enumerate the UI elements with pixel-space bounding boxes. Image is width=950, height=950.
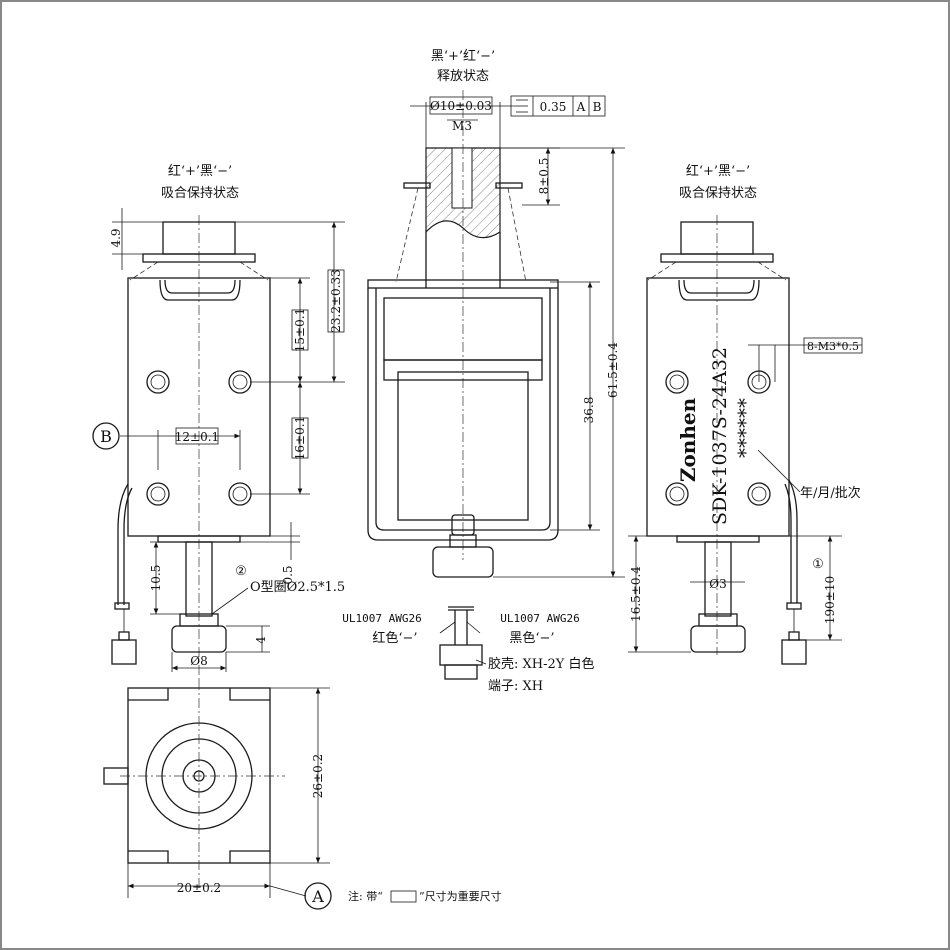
note-suffix: ”尺寸为重要尺寸 — [419, 889, 502, 903]
bottom-end-view: 26±0.2 20±0.2 A — [103, 680, 332, 910]
left-state-line2: 吸合保持状态 — [161, 186, 239, 201]
dim-190: 190±10 — [823, 576, 837, 624]
note: 注: 带“ ”尺寸为重要尺寸 — [348, 889, 502, 903]
dim-thread-m3: M3 — [452, 119, 472, 133]
dim-26: 26±0.2 — [311, 754, 325, 798]
wire-right-label: UL1007 AWG26 — [500, 612, 579, 625]
datum-a-circle — [304, 882, 332, 910]
dim-20: 20±0.2 — [177, 881, 221, 895]
right-view: 红‘+’黑‘−’ 吸合保持状态 Zonhen SDK-1037S-24A32 *… — [628, 163, 863, 665]
stars-text: ****** — [733, 398, 757, 458]
datum-b: B — [100, 427, 112, 446]
dim-10-5: 10.5 — [149, 565, 163, 592]
dim-4: 4 — [254, 636, 268, 644]
note-box — [390, 890, 417, 903]
center-view: 黑‘+’红‘−’ 释放状态 Ø10±0.03 0.35 A B M3 — [367, 48, 625, 578]
red-neg-label: 红色‘−’ — [372, 630, 417, 646]
batch-label: 年/月/批次 — [800, 485, 861, 501]
dim-8-m3: 8-M3*0.5 — [807, 340, 859, 353]
frame-top — [367, 279, 559, 289]
black-neg-label: 黑色‘−’ — [509, 630, 554, 646]
connector-detail: UL1007 AWG26 UL1007 AWG26 红色‘−’ 黑色‘−’ 胶壳… — [342, 606, 594, 694]
datum-b-circle — [92, 422, 120, 450]
center-state-line2: 释放状态 — [437, 69, 489, 84]
left-view: 红‘+’黑‘−’ 吸合保持状态 4.9 23.2±0.33 15±0.1 — [92, 163, 345, 910]
dim-inner-36: 36.8 — [582, 397, 596, 424]
model-text: SDK-1037S-24A32 — [709, 347, 731, 525]
right-state-line1: 红‘+’黑‘−’ — [686, 163, 750, 179]
right-state-line2: 吸合保持状态 — [679, 186, 757, 201]
dim-12: 12±0.1 — [175, 430, 219, 444]
circle-1: ① — [812, 557, 824, 572]
dim-16: 16±0.1 — [293, 416, 307, 460]
dim-3: Ø3 — [709, 577, 726, 591]
gdt-tolerance: 0.35 — [540, 100, 567, 114]
housing-label: 胶壳: XH-2Y 白色 — [488, 656, 594, 672]
circle-2: ② — [235, 564, 247, 579]
dim-23-2: 23.2±0.33 — [329, 269, 343, 333]
dim-8: Ø8 — [190, 654, 207, 668]
center-state-line1: 黑‘+’红‘−’ — [431, 48, 495, 64]
dim-16-5: 16.5±0.4 — [629, 566, 643, 622]
wire-left-label: UL1007 AWG26 — [342, 612, 421, 625]
gdt-frame: 0.35 A B — [510, 95, 606, 117]
dim-15: 15±0.1 — [293, 308, 307, 352]
datum-a: A — [311, 887, 324, 906]
dim-total-61: 61.5±0.4 — [606, 342, 620, 398]
left-body — [127, 277, 271, 537]
left-state-line1: 红‘+’黑‘−’ — [168, 163, 232, 179]
dim-top-4-9: 4.9 — [109, 228, 123, 247]
dim-shaft-dia: Ø10±0.03 — [430, 99, 492, 113]
dim-0-5: 0.5 — [281, 565, 295, 584]
dim-oring: O型圈Ø2.5*1.5 — [250, 580, 345, 595]
gdt-ref-a: A — [576, 100, 586, 114]
brand-text: Zonhen — [676, 397, 700, 482]
note-prefix: 注: 带“ — [348, 889, 383, 903]
dim-depth-8: 8±0.5 — [537, 158, 551, 195]
terminal-label: 端子: XH — [488, 679, 543, 694]
gdt-ref-b: B — [593, 100, 602, 114]
